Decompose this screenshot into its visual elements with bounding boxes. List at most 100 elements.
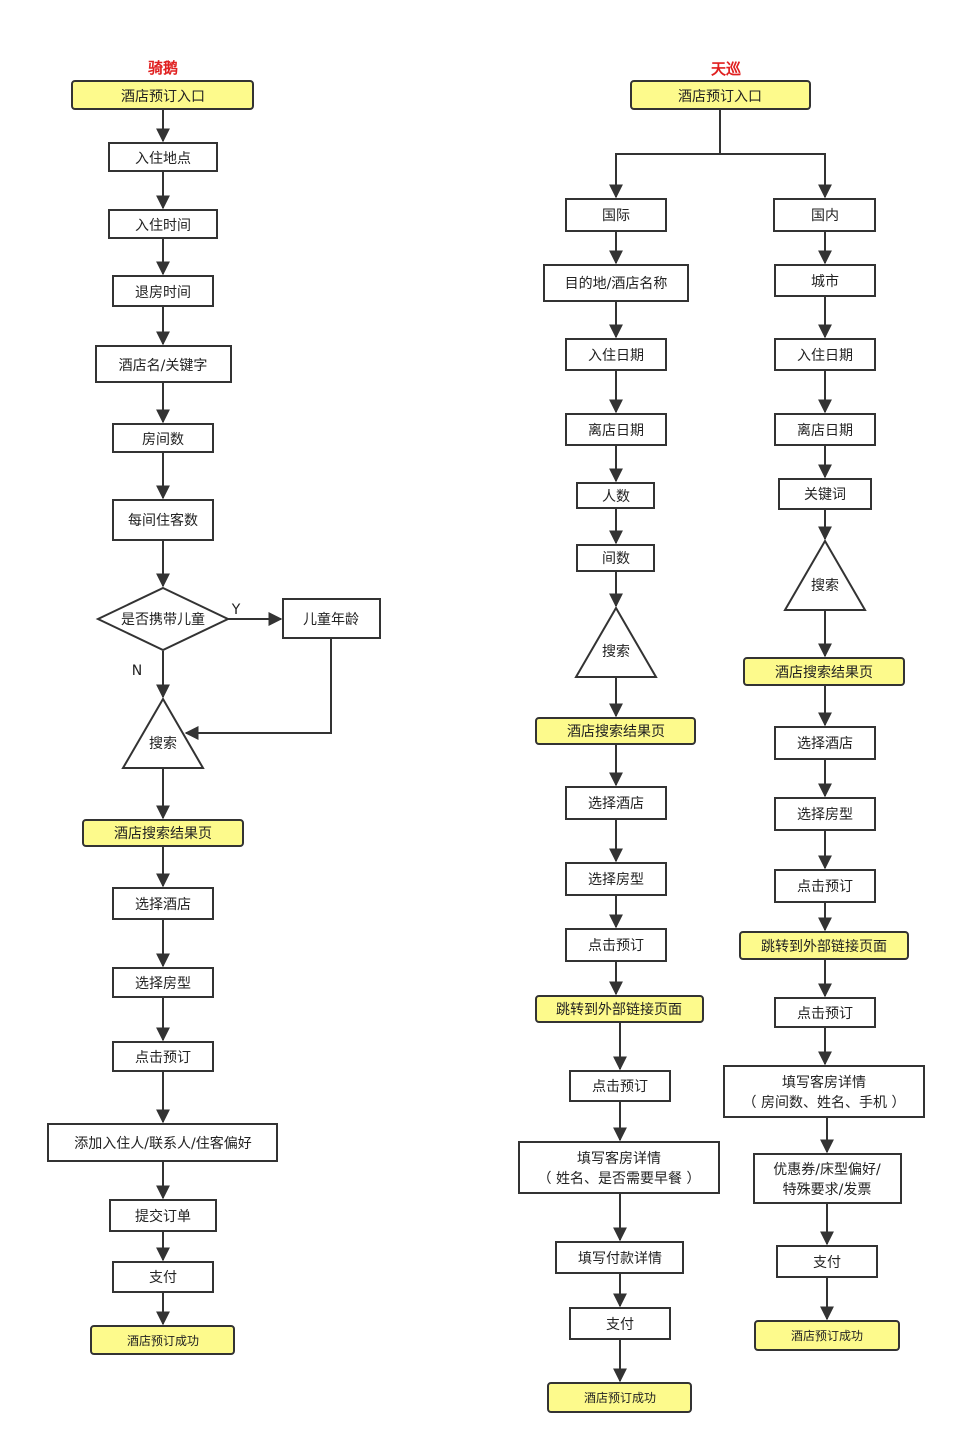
- svg-text:搜索: 搜索: [602, 643, 630, 660]
- domestic-select-room-node: 选择房型: [774, 797, 876, 831]
- intl-checkout-date-node: 离店日期: [565, 413, 667, 446]
- svg-text:儿童年龄: 儿童年龄: [303, 611, 359, 628]
- intl-fill-room-node: 填写客房详情 （ 姓名、是否需要早餐 ）: [518, 1141, 720, 1194]
- left-title: 骑鹅: [148, 59, 178, 77]
- svg-text:国际: 国际: [602, 208, 630, 224]
- svg-text:选择酒店: 选择酒店: [135, 897, 191, 913]
- svg-text:离店日期: 离店日期: [797, 422, 853, 439]
- svg-text:点击预订: 点击预订: [135, 1050, 191, 1066]
- svg-text:跳转到外部链接页面: 跳转到外部链接页面: [556, 1001, 682, 1018]
- intl-jump-external-node: 跳转到外部链接页面: [535, 995, 704, 1023]
- left-flow: 骑鹅 酒店预订入口 入住地点 入住时间 退房时间 酒店名/关键字 房间数 每间住…: [47, 59, 381, 1355]
- intl-destination-node: 目的地/酒店名称: [543, 264, 689, 302]
- svg-text:间数: 间数: [602, 551, 630, 567]
- domestic-select-hotel-node: 选择酒店: [774, 726, 876, 760]
- svg-text:酒店预订入口: 酒店预订入口: [678, 89, 762, 105]
- svg-text:入住时间: 入住时间: [135, 218, 191, 234]
- intl-success-node: 酒店预订成功: [547, 1382, 692, 1413]
- svg-text:酒店预订成功: 酒店预订成功: [791, 1329, 863, 1343]
- domestic-jump-external-node: 跳转到外部链接页面: [739, 931, 909, 960]
- svg-text:点击预订: 点击预订: [588, 938, 644, 954]
- domestic-extras-node: 优惠券/床型偏好/ 特殊要求/发票: [753, 1153, 902, 1204]
- svg-text:点击预订: 点击预订: [592, 1079, 648, 1095]
- svg-text:每间住客数: 每间住客数: [128, 512, 198, 529]
- intl-select-room-node: 选择房型: [565, 862, 667, 896]
- left-no-label: N: [132, 663, 142, 679]
- right-entry-node: 酒店预订入口: [630, 80, 811, 110]
- svg-text:点击预订: 点击预订: [797, 879, 853, 895]
- intl-fill-payment-node: 填写付款详情: [555, 1241, 684, 1274]
- svg-text:人数: 人数: [602, 489, 630, 505]
- connectors: [156, 108, 834, 1383]
- intl-search-node: 搜索: [574, 606, 658, 678]
- svg-text:入住日期: 入住日期: [588, 348, 644, 364]
- svg-text:酒店预订成功: 酒店预订成功: [127, 1334, 199, 1348]
- left-select-hotel-node: 选择酒店: [112, 887, 214, 920]
- svg-text:搜索: 搜索: [811, 577, 839, 594]
- svg-text:酒店搜索结果页: 酒店搜索结果页: [775, 664, 873, 681]
- left-click-book-node: 点击预订: [112, 1041, 214, 1072]
- svg-text:支付: 支付: [813, 1255, 841, 1271]
- domestic-click-book-node: 点击预订: [774, 869, 876, 903]
- right-flow: 天巡 酒店预订入口 国际 目的地/酒店名称 入住日期 离店日期 人数 间数: [518, 60, 925, 1413]
- svg-text:入住日期: 入住日期: [797, 348, 853, 364]
- intl-people-node: 人数: [576, 482, 655, 509]
- intl-label-node: 国际: [565, 198, 667, 232]
- svg-text:选择房型: 选择房型: [135, 976, 191, 992]
- domestic-label-node: 国内: [773, 198, 876, 232]
- left-checkout-time-node: 退房时间: [112, 275, 214, 307]
- left-hotel-keyword-node: 酒店名/关键字: [95, 345, 232, 383]
- svg-text:酒店搜索结果页: 酒店搜索结果页: [114, 825, 212, 842]
- svg-text:填写付款详情: 填写付款详情: [578, 1251, 662, 1267]
- svg-text:搜索: 搜索: [149, 735, 177, 752]
- left-yes-label: Y: [231, 602, 241, 618]
- domestic-pay-node: 支付: [776, 1245, 878, 1278]
- left-location-node: 入住地点: [108, 142, 218, 172]
- left-checkin-time-node: 入住时间: [108, 209, 218, 239]
- svg-text:城市: 城市: [811, 273, 839, 290]
- right-title: 天巡: [711, 60, 741, 78]
- svg-text:国内: 国内: [811, 208, 839, 224]
- svg-text:特殊要求/发票: 特殊要求/发票: [783, 1182, 872, 1198]
- left-submit-order-node: 提交订单: [109, 1199, 217, 1232]
- intl-checkin-date-node: 入住日期: [565, 338, 667, 371]
- svg-text:酒店名/关键字: 酒店名/关键字: [119, 358, 208, 374]
- svg-text:关键词: 关键词: [804, 487, 846, 503]
- domestic-success-node: 酒店预订成功: [754, 1320, 900, 1351]
- intl-results-node: 酒店搜索结果页: [535, 717, 696, 745]
- intl-rooms-node: 间数: [576, 544, 655, 572]
- svg-text:选择房型: 选择房型: [588, 872, 644, 888]
- intl-pay-node: 支付: [569, 1307, 671, 1340]
- svg-text:提交订单: 提交订单: [135, 1208, 191, 1225]
- left-entry-node: 酒店预订入口: [71, 80, 254, 110]
- left-child-age-node: 儿童年龄: [282, 598, 381, 639]
- svg-text:退房时间: 退房时间: [135, 285, 191, 301]
- svg-text:（ 房间数、姓名、手机 ）: （ 房间数、姓名、手机 ）: [743, 1095, 906, 1111]
- svg-text:（ 姓名、是否需要早餐 ）: （ 姓名、是否需要早餐 ）: [538, 1171, 701, 1187]
- svg-text:点击预订: 点击预订: [797, 1006, 853, 1022]
- svg-text:选择酒店: 选择酒店: [797, 736, 853, 752]
- svg-text:酒店预订成功: 酒店预订成功: [584, 1391, 656, 1405]
- left-pay-node: 支付: [112, 1261, 214, 1293]
- left-add-people-node: 添加入住人/联系人/住客偏好: [47, 1123, 278, 1162]
- domestic-results-node: 酒店搜索结果页: [743, 657, 905, 686]
- svg-text:填写客房详情: 填写客房详情: [782, 1074, 866, 1091]
- left-room-count-node: 房间数: [112, 423, 214, 453]
- svg-text:选择酒店: 选择酒店: [588, 796, 644, 812]
- svg-text:选择房型: 选择房型: [797, 807, 853, 823]
- svg-text:添加入住人/联系人/住客偏好: 添加入住人/联系人/住客偏好: [74, 1135, 251, 1152]
- intl-click-book-node: 点击预订: [565, 928, 667, 962]
- left-search-node: 搜索: [121, 697, 205, 769]
- domestic-search-node: 搜索: [783, 539, 867, 611]
- left-results-node: 酒店搜索结果页: [82, 819, 244, 847]
- left-guests-per-room-node: 每间住客数: [112, 499, 214, 541]
- svg-text:填写客房详情: 填写客房详情: [577, 1150, 661, 1167]
- domestic-keyword-node: 关键词: [778, 478, 872, 510]
- intl-click-book-2-node: 点击预订: [569, 1070, 671, 1102]
- left-select-room-node: 选择房型: [112, 967, 214, 998]
- svg-text:入住地点: 入住地点: [135, 151, 191, 167]
- left-children-decision: 是否携带儿童: [95, 586, 231, 652]
- domestic-checkin-date-node: 入住日期: [774, 338, 876, 371]
- domestic-fill-room-node: 填写客房详情 （ 房间数、姓名、手机 ）: [723, 1065, 925, 1118]
